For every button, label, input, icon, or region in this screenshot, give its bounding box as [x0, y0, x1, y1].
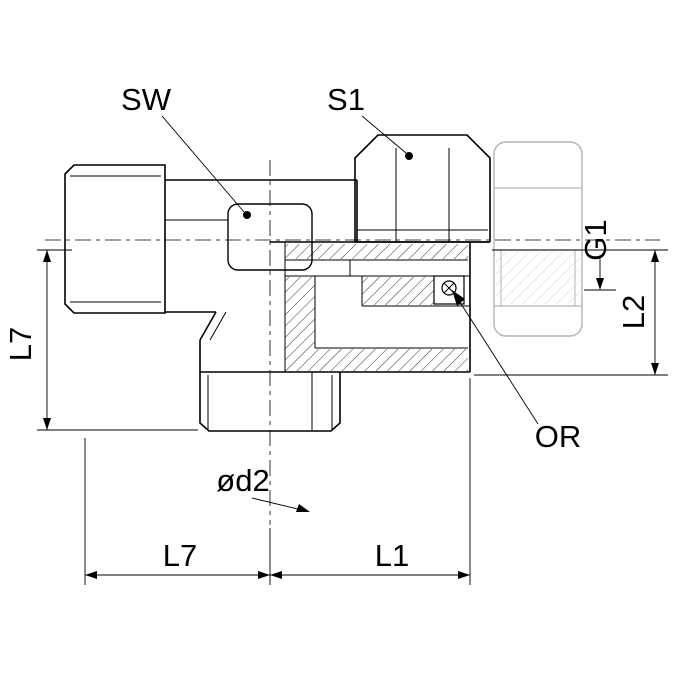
dimension-l7-left: L7 [3, 249, 198, 431]
label-g1: G1 [578, 219, 613, 260]
reference-part-hatch [496, 252, 580, 304]
label-l1: L1 [375, 538, 409, 573]
dimension-s1: S1 [327, 82, 413, 160]
s1-leader-dot [405, 152, 413, 160]
dimension-bottom: L7 L1 [84, 378, 471, 585]
g1-arrowhead [596, 278, 604, 290]
label-l7-bottom: L7 [163, 538, 197, 573]
od2-arrowhead [296, 504, 310, 512]
dimension-od2: ød2 [216, 463, 310, 512]
dimension-sw: SW [121, 82, 251, 219]
counterpart-reference-part [493, 141, 583, 337]
centerlines [45, 160, 660, 525]
label-sw: SW [121, 82, 172, 117]
label-l7-left: L7 [3, 327, 38, 361]
label-od2: ød2 [216, 463, 269, 498]
label-s1: S1 [327, 82, 365, 117]
label-or: OR [535, 419, 582, 454]
or-arrowhead [452, 290, 465, 306]
dimension-g1: G1 [578, 219, 616, 291]
left-stud [64, 164, 166, 314]
sw-leader-dot [243, 211, 251, 219]
dimension-l2: L2 [474, 249, 668, 376]
dimension-or: OR [452, 290, 581, 454]
cross-section [270, 241, 490, 372]
label-l2: L2 [616, 295, 651, 329]
